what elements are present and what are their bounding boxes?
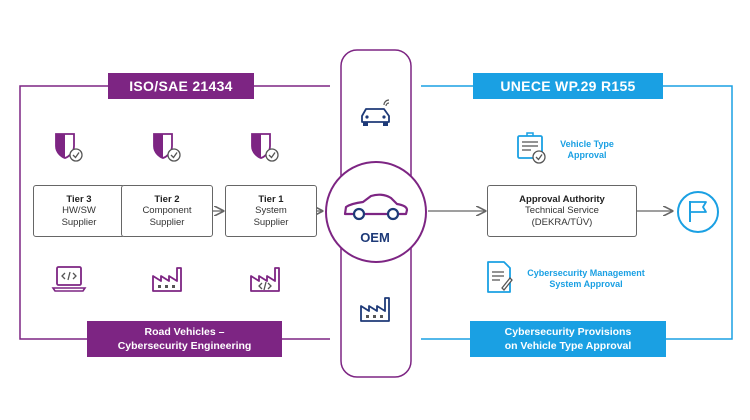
approval-title: Approval Authority [519,193,605,205]
road-vehicles-footer: Road Vehicles – Cybersecurity Engineerin… [87,321,282,357]
tier1-line2: Supplier [253,216,289,228]
tier3-line2: Supplier [61,216,97,228]
tier2-line2: Supplier [149,216,185,228]
tier1-title: Tier 1 [258,193,284,205]
tier3-line1: HW/SW [62,205,96,217]
left-frame-line [19,85,108,340]
document-pen-icon [487,261,513,293]
vta-line1: Vehicle Type [560,139,614,149]
laptop-code-icon [51,266,87,292]
shield-check-icon [153,133,181,162]
factory-icon [360,297,390,322]
csms-line1: Cybersecurity Management [527,268,645,278]
oem-label: OEM [360,230,390,245]
tier2-box: Tier 2 Component Supplier [121,185,213,237]
csms-line2: System Approval [549,279,623,289]
tier2-title: Tier 2 [154,193,180,205]
approval-line2: (DEKRA/TÜV) [531,216,593,228]
left-footer-line2: Cybersecurity Engineering [117,340,252,352]
right-footer-line2: on Vehicle Type Approval [504,340,632,352]
flag-icon [677,191,719,233]
tier1-box: Tier 1 System Supplier [225,185,317,237]
vta-line2: Approval [567,150,607,160]
car-icon [343,193,409,221]
shield-check-icon [55,133,83,162]
left-footer-line1: Road Vehicles – [144,326,225,338]
cybersecurity-provisions-footer: Cybersecurity Provisions on Vehicle Type… [470,321,666,357]
right-frame-line [663,85,733,340]
csms-approval-text: Cybersecurity Management System Approval [516,268,656,290]
shield-check-icon [251,133,279,162]
factory-icon [152,267,182,292]
tier2-line1: Component [142,205,192,217]
tier3-title: Tier 3 [66,193,92,205]
tier3-box: Tier 3 HW/SW Supplier [33,185,125,237]
certificate-check-icon [517,132,546,164]
unece-r155-header: UNECE WP.29 R155 [473,73,663,99]
approval-authority-box: Approval Authority Technical Service (DE… [487,185,637,237]
factory-code-icon [250,267,280,292]
approval-line1: Technical Service [525,205,599,217]
connected-car-icon [361,99,390,126]
right-footer-line1: Cybersecurity Provisions [504,326,632,338]
tier1-line1: System [255,205,287,217]
vehicle-type-approval-text: Vehicle Type Approval [548,139,626,161]
iso-sae-21434-header: ISO/SAE 21434 [108,73,254,99]
